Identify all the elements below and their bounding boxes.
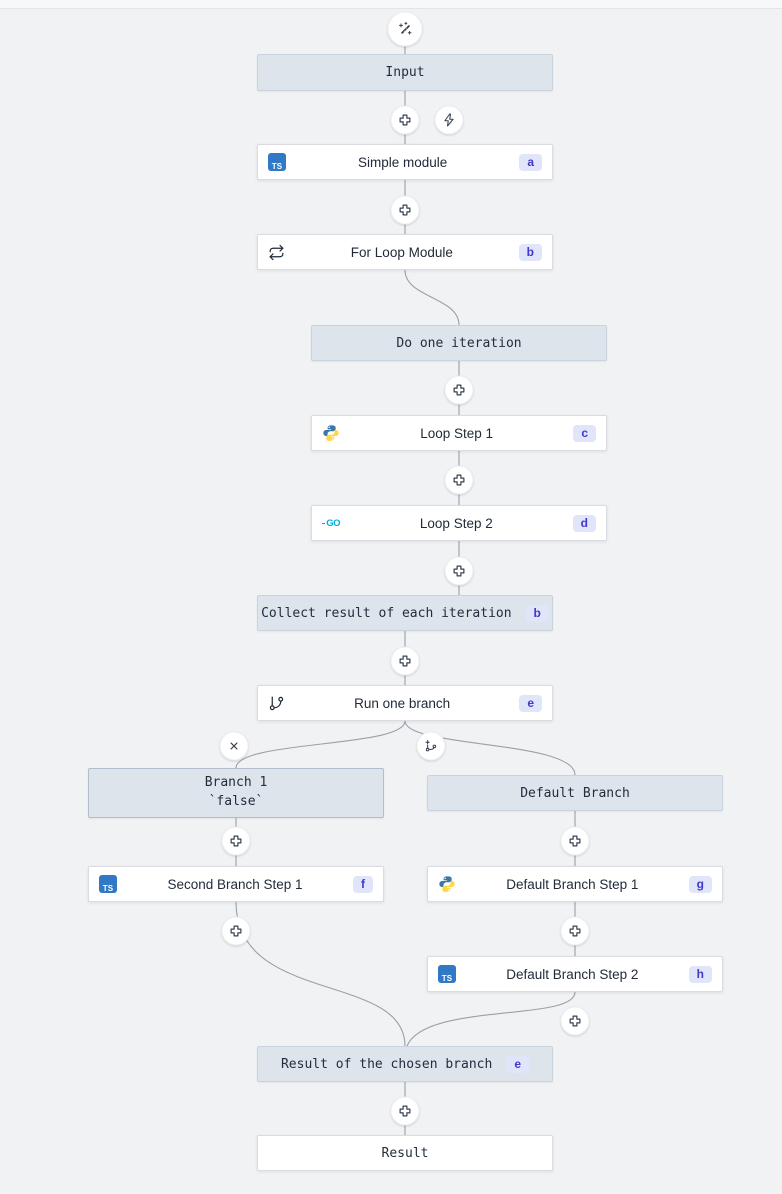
node-collect-result[interactable]: Collect result of each iteration b [257, 595, 553, 631]
plus-icon [569, 835, 581, 847]
node-label: Second Branch Step 1 [167, 876, 303, 892]
node-label: Result [381, 1145, 429, 1161]
node-simple-module[interactable]: TS Simple module a [257, 144, 553, 180]
node-result[interactable]: Result [257, 1135, 553, 1171]
node-label: Result of the chosen branch [280, 1056, 493, 1072]
plus-icon [453, 384, 465, 396]
node-loop-step-1[interactable]: Loop Step 1 c [311, 415, 607, 451]
plus-icon [453, 474, 465, 486]
step-badge: d [572, 514, 596, 532]
typescript-icon: TS [99, 875, 117, 893]
node-loop-step-2[interactable]: GO Loop Step 2 d [311, 505, 607, 541]
add-step-button[interactable] [560, 826, 590, 856]
add-step-button[interactable] [221, 826, 251, 856]
add-step-button[interactable] [221, 916, 251, 946]
node-label: Loop Step 2 [419, 515, 493, 531]
add-step-button[interactable] [560, 916, 590, 946]
python-icon [439, 876, 455, 892]
plus-icon [399, 114, 411, 126]
step-badge: e [519, 694, 542, 712]
node-label: For Loop Module [350, 244, 453, 260]
add-step-button[interactable] [444, 556, 474, 586]
step-badge: g [688, 875, 712, 893]
add-step-button[interactable] [390, 646, 420, 676]
lightning-icon [444, 113, 454, 127]
add-step-button[interactable] [390, 105, 420, 135]
plus-icon [399, 1105, 411, 1117]
ai-wand-button[interactable] [387, 11, 423, 47]
python-icon [323, 425, 339, 441]
step-badge: b [518, 243, 542, 261]
node-default-branch[interactable]: Default Branch [427, 775, 723, 811]
node-branch-1[interactable]: Branch 1 `false` [88, 768, 384, 818]
add-step-button[interactable] [444, 375, 474, 405]
step-badge: a [519, 153, 542, 171]
remove-branch-button[interactable] [219, 731, 249, 761]
node-label: Default Branch Step 2 [506, 966, 639, 982]
node-label: Run one branch [354, 695, 451, 711]
wand-sparkles-icon [398, 21, 411, 35]
add-branch-button[interactable] [416, 731, 446, 761]
typescript-icon: TS [268, 153, 286, 171]
close-icon [230, 742, 238, 750]
node-label: Default Branch [520, 785, 630, 801]
add-step-button[interactable] [390, 1096, 420, 1126]
top-divider [0, 0, 782, 9]
node-label: Collect result of each iteration [261, 605, 512, 621]
step-badge: e [506, 1055, 529, 1073]
node-label: Default Branch Step 1 [506, 876, 639, 892]
git-branch-icon [269, 696, 284, 710]
step-badge: f [353, 875, 373, 893]
node-default-branch-step-1[interactable]: Default Branch Step 1 g [427, 866, 723, 902]
plus-icon [569, 1015, 581, 1027]
node-input[interactable]: Input [257, 54, 553, 91]
add-step-button[interactable] [560, 1006, 590, 1036]
go-icon: GO [322, 518, 340, 529]
plus-icon [399, 204, 411, 216]
node-label: Branch 1 [204, 775, 268, 791]
node-label: Simple module [358, 154, 448, 170]
node-sublabel: `false` [208, 794, 264, 809]
node-default-branch-step-2[interactable]: TS Default Branch Step 2 h [427, 956, 723, 992]
repeat-icon [269, 244, 284, 260]
plus-icon [230, 835, 242, 847]
step-badge: c [573, 424, 596, 442]
plus-icon [399, 655, 411, 667]
node-do-one-iteration[interactable]: Do one iteration [311, 325, 607, 361]
node-result-of-chosen-branch[interactable]: Result of the chosen branch e [257, 1046, 553, 1082]
plus-icon [453, 565, 465, 577]
node-second-branch-step-1[interactable]: TS Second Branch Step 1 f [88, 866, 384, 902]
add-step-button[interactable] [390, 195, 420, 225]
step-badge: h [688, 965, 712, 983]
node-label: Do one iteration [396, 335, 522, 351]
branch-plus-icon [425, 740, 437, 752]
trigger-button[interactable] [434, 105, 464, 135]
step-badge: b [525, 604, 549, 622]
node-label: Input [385, 65, 425, 80]
node-run-one-branch[interactable]: Run one branch e [257, 685, 553, 721]
node-label: Loop Step 1 [420, 425, 494, 441]
add-step-button[interactable] [444, 465, 474, 495]
plus-icon [569, 925, 581, 937]
node-for-loop-module[interactable]: For Loop Module b [257, 234, 553, 270]
plus-icon [230, 925, 242, 937]
typescript-icon: TS [438, 965, 456, 983]
